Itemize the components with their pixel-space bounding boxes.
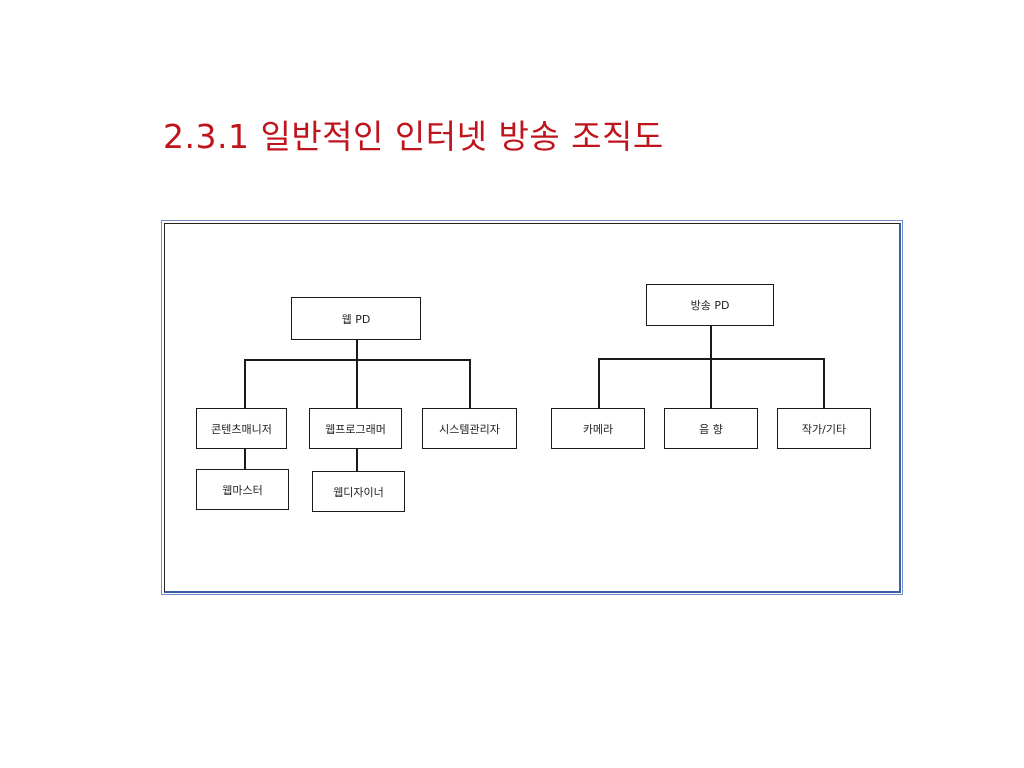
broadcast-child-label-3: 작가/기타 — [801, 422, 847, 436]
broadcast-child-box-1: 카메라 — [551, 408, 645, 449]
web-child-label-1: 콘텐츠매니저 — [211, 422, 272, 436]
web-sub-drop-2 — [356, 449, 358, 471]
web-sub-box-2: 웹디자이너 — [312, 471, 405, 512]
broadcast-pd-label: 방송 PD — [690, 299, 730, 312]
web-child-label-3: 시스템관리자 — [439, 422, 500, 436]
broadcast-drop-1 — [598, 358, 600, 408]
broadcast-pd-stem — [710, 326, 712, 359]
org-chart-diagram — [161, 220, 903, 595]
broadcast-drop-3 — [823, 358, 825, 408]
web-sub-box-1: 웹마스터 — [196, 469, 289, 510]
broadcast-child-box-2: 음 향 — [664, 408, 758, 449]
broadcast-drop-2 — [710, 358, 712, 408]
web-pd-stem — [356, 340, 358, 360]
web-sub-label-1: 웹마스터 — [222, 483, 263, 497]
web-sub-drop-1 — [244, 449, 246, 469]
broadcast-child-box-3: 작가/기타 — [777, 408, 871, 449]
web-drop-3 — [469, 359, 471, 408]
diagram-border — [164, 223, 901, 593]
web-drop-2 — [356, 359, 358, 408]
broadcast-child-label-2: 음 향 — [699, 422, 723, 436]
web-sub-label-2: 웹디자이너 — [333, 485, 384, 499]
web-child-box-2: 웹프로그래머 — [309, 408, 402, 449]
web-pd-label: 웹 PD — [341, 312, 371, 326]
web-child-label-2: 웹프로그래머 — [325, 422, 386, 436]
broadcast-child-label-1: 카메라 — [582, 422, 614, 436]
web-pd-box: 웹 PD — [291, 297, 421, 340]
web-child-box-3: 시스템관리자 — [422, 408, 517, 449]
web-drop-1 — [244, 359, 246, 408]
web-child-box-1: 콘텐츠매니저 — [196, 408, 287, 449]
slide-title: 2.3.1 일반적인 인터넷 방송 조직도 — [163, 117, 664, 156]
broadcast-pd-box: 방송 PD — [646, 284, 774, 326]
